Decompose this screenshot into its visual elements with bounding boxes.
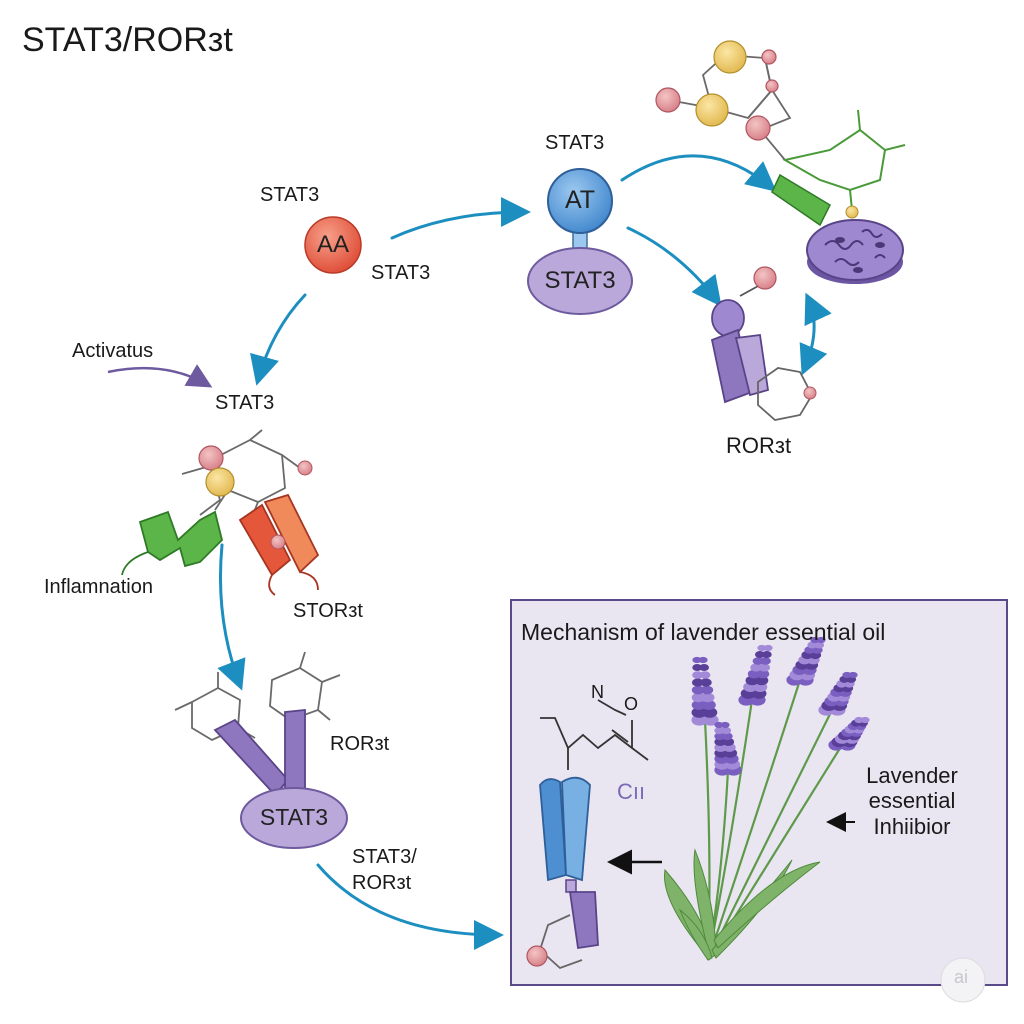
- lavender-floret: [721, 732, 733, 741]
- lavender-floret: [714, 737, 726, 747]
- lavender-side-label-line1: Lavender: [866, 763, 958, 788]
- molecule-top-right-atoms: [655, 40, 779, 141]
- lavender-side-label: Lavender essential Inhiibior: [852, 763, 972, 839]
- lavender-floret: [714, 732, 726, 741]
- panel-glyph: Cıı: [617, 779, 646, 804]
- ror3t-right-label: RORзt: [726, 433, 792, 458]
- lavender-floret: [698, 656, 708, 664]
- arrow-aa-to-at: [390, 197, 531, 240]
- lavender-floret: [848, 671, 858, 679]
- aa-node-text: AA: [316, 231, 349, 258]
- arrow-complex-to-stat3: [217, 543, 246, 691]
- aa-label-right: STAT3: [371, 262, 431, 284]
- arrow-at-to-molecule: [620, 154, 777, 192]
- lavender-side-label-line3: Inhiibior: [873, 813, 951, 839]
- ror3t-lower-label: RORзt: [330, 733, 390, 755]
- lavender-floret: [692, 671, 703, 679]
- lavender-floret: [692, 678, 704, 687]
- lavender-floret: [860, 716, 870, 724]
- stat3-ror3t-label-line1: STAT3/: [352, 846, 417, 868]
- flow-arrows: [217, 154, 832, 950]
- lavender-floret: [750, 663, 762, 672]
- panel-chemical-structure: [540, 699, 649, 770]
- arrow-activatus: [107, 364, 213, 388]
- lavender-floret: [702, 707, 718, 718]
- lavender-floret: [691, 714, 708, 726]
- stat3-mid-label: STAT3: [215, 392, 275, 414]
- stor3t-label: STORзt: [293, 600, 363, 622]
- lavender-floret: [691, 700, 706, 710]
- watermark-badge: [940, 957, 986, 1003]
- lavender-floret: [761, 651, 772, 658]
- activatus-label: Activatus: [72, 340, 154, 362]
- cell-disk: [806, 219, 904, 284]
- lower-stat3-complex: [174, 651, 348, 849]
- lavender-floret: [721, 727, 732, 735]
- lavender-floret: [692, 656, 702, 664]
- central-complex: [121, 429, 320, 596]
- chem-atom-n: N: [591, 682, 604, 702]
- lavender-floret: [854, 716, 864, 724]
- ror3t-protein-right: [710, 266, 817, 421]
- lavender-floret: [755, 651, 765, 658]
- stat3-lower-text: STAT3: [259, 804, 329, 830]
- panel-blue-receptor: [526, 776, 599, 970]
- lavender-floret: [814, 641, 825, 649]
- lavender-floret: [747, 669, 761, 679]
- inflammation-label: Inflamnation: [44, 576, 153, 598]
- lavender-floret: [816, 636, 826, 644]
- lavender-floret: [714, 721, 724, 729]
- lavender-floret: [758, 663, 770, 672]
- at-stat3-receptor: [527, 168, 633, 315]
- lavender-floret: [757, 644, 767, 652]
- lavender-floret: [760, 657, 771, 665]
- arrow-at-to-ror3t: [626, 226, 722, 307]
- lavender-floret: [691, 707, 707, 718]
- lavender-floret: [810, 636, 820, 644]
- lavender-floret: [701, 700, 716, 710]
- lavender-floret: [842, 671, 852, 679]
- lavender-floret: [701, 692, 715, 703]
- arrow-cell-ror3t-bidirectional: [799, 292, 832, 376]
- diagram-title: STAT3/RORзt: [22, 21, 233, 59]
- aa-node: [304, 216, 362, 274]
- lavender-floret: [720, 721, 730, 729]
- lavender-floret: [700, 678, 712, 687]
- lavender-floret: [699, 671, 711, 679]
- stat3-ror3t-label-line2: RORзt: [352, 872, 412, 894]
- stat3-upper-text: STAT3: [544, 267, 616, 294]
- lavender-floret: [692, 664, 703, 671]
- arrow-aa-to-stat3: [250, 293, 307, 386]
- at-label-top: STAT3: [545, 132, 605, 154]
- chem-atom-o: O: [624, 694, 639, 714]
- lavender-bouquet: [664, 679, 843, 961]
- lavender-floret: [752, 657, 764, 665]
- panel-title: Mechanism of lavender essential oil: [521, 619, 886, 645]
- lavender-floret: [700, 685, 714, 695]
- lavender-floret: [807, 641, 818, 649]
- lavender-side-label-line2: essential: [868, 788, 956, 814]
- lavender-floret: [691, 685, 705, 695]
- lavender-floret: [714, 727, 725, 735]
- lavender-floret: [756, 669, 770, 679]
- aa-label-top: STAT3: [260, 184, 320, 206]
- watermark: ai: [954, 967, 969, 987]
- lavender-flowers: [691, 636, 870, 776]
- lavender-floret: [691, 692, 706, 703]
- lavender-floret: [763, 644, 773, 652]
- arrow-stat3-to-panel: [316, 863, 504, 950]
- at-node-text: AT: [564, 186, 596, 214]
- green-ligand: [771, 109, 906, 227]
- lavender-floret: [699, 664, 709, 671]
